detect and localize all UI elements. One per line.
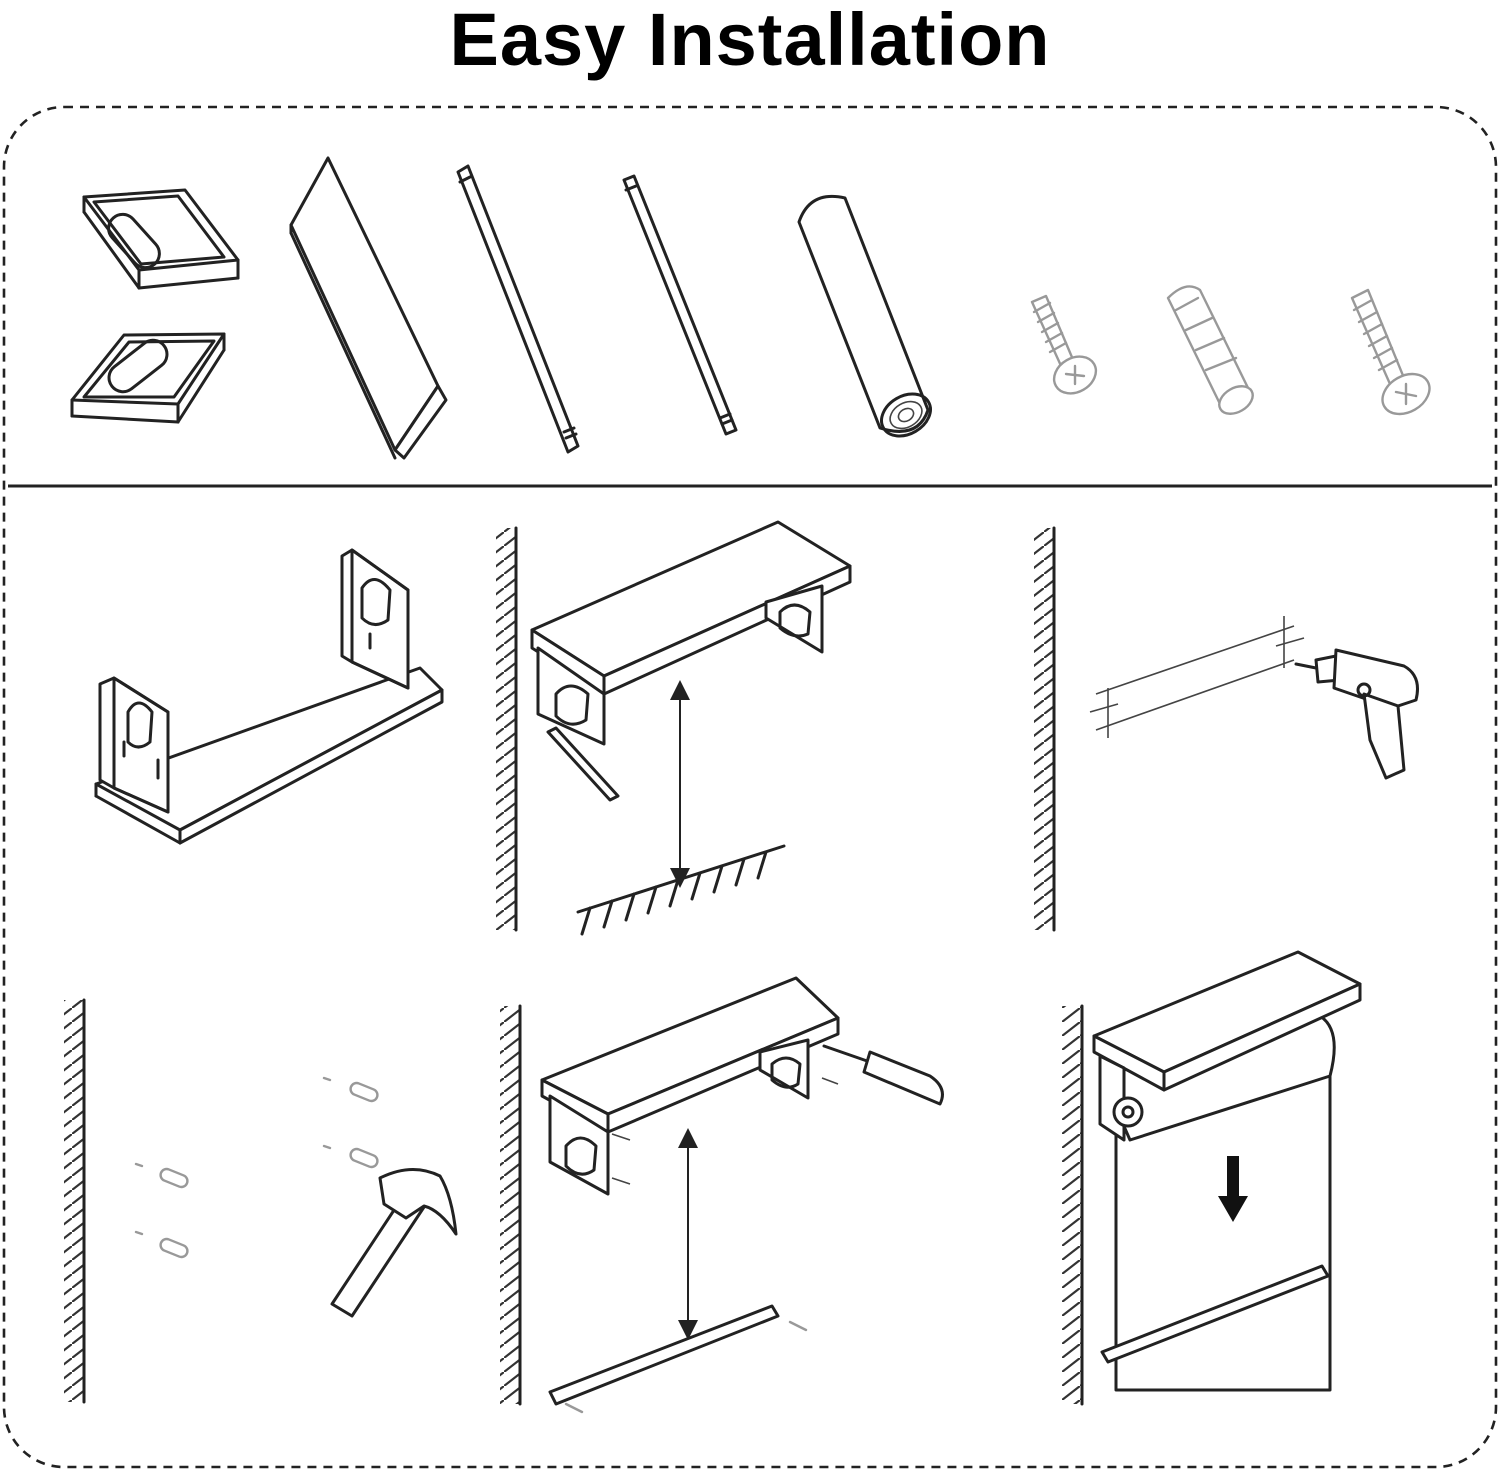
screw-part-2 [1350,288,1431,416]
step-4-insert-anchors [64,998,458,1404]
fabric-roll-part [797,195,932,438]
step-2-measure-height [496,520,852,936]
bracket-part-top [82,188,240,290]
step-5-fix-brackets-and-bar [500,976,944,1414]
wall-anchor-right-bottom [322,1144,379,1169]
bracket-part-bottom [70,332,226,424]
parts-list [70,156,1431,460]
top-cover-board-part [289,156,448,460]
down-arrow-icon [1218,1156,1248,1222]
page-title: Easy Installation [449,0,1051,81]
screwdriver-icon [822,1044,944,1106]
rod-part [622,174,738,436]
bottom-bar-part [456,164,580,454]
hammer-icon [330,1167,458,1318]
step-3-mark-and-drill [1034,526,1419,932]
floor-line [576,844,786,936]
drill-icon [1294,648,1419,780]
wall-anchor-right-top [322,1076,379,1103]
shade-bottom-bar [1100,1264,1330,1364]
wall-anchor-part [1166,285,1254,415]
bottom-bar [548,1304,808,1414]
wall-anchor-left-bottom [134,1230,189,1259]
step-1-assemble-brackets [94,548,444,845]
step-6-mount-roller [1062,950,1362,1406]
wall-anchor-left-top [134,1162,189,1189]
screw-part-1 [1030,294,1098,395]
dashed-frame [2,105,1498,1469]
